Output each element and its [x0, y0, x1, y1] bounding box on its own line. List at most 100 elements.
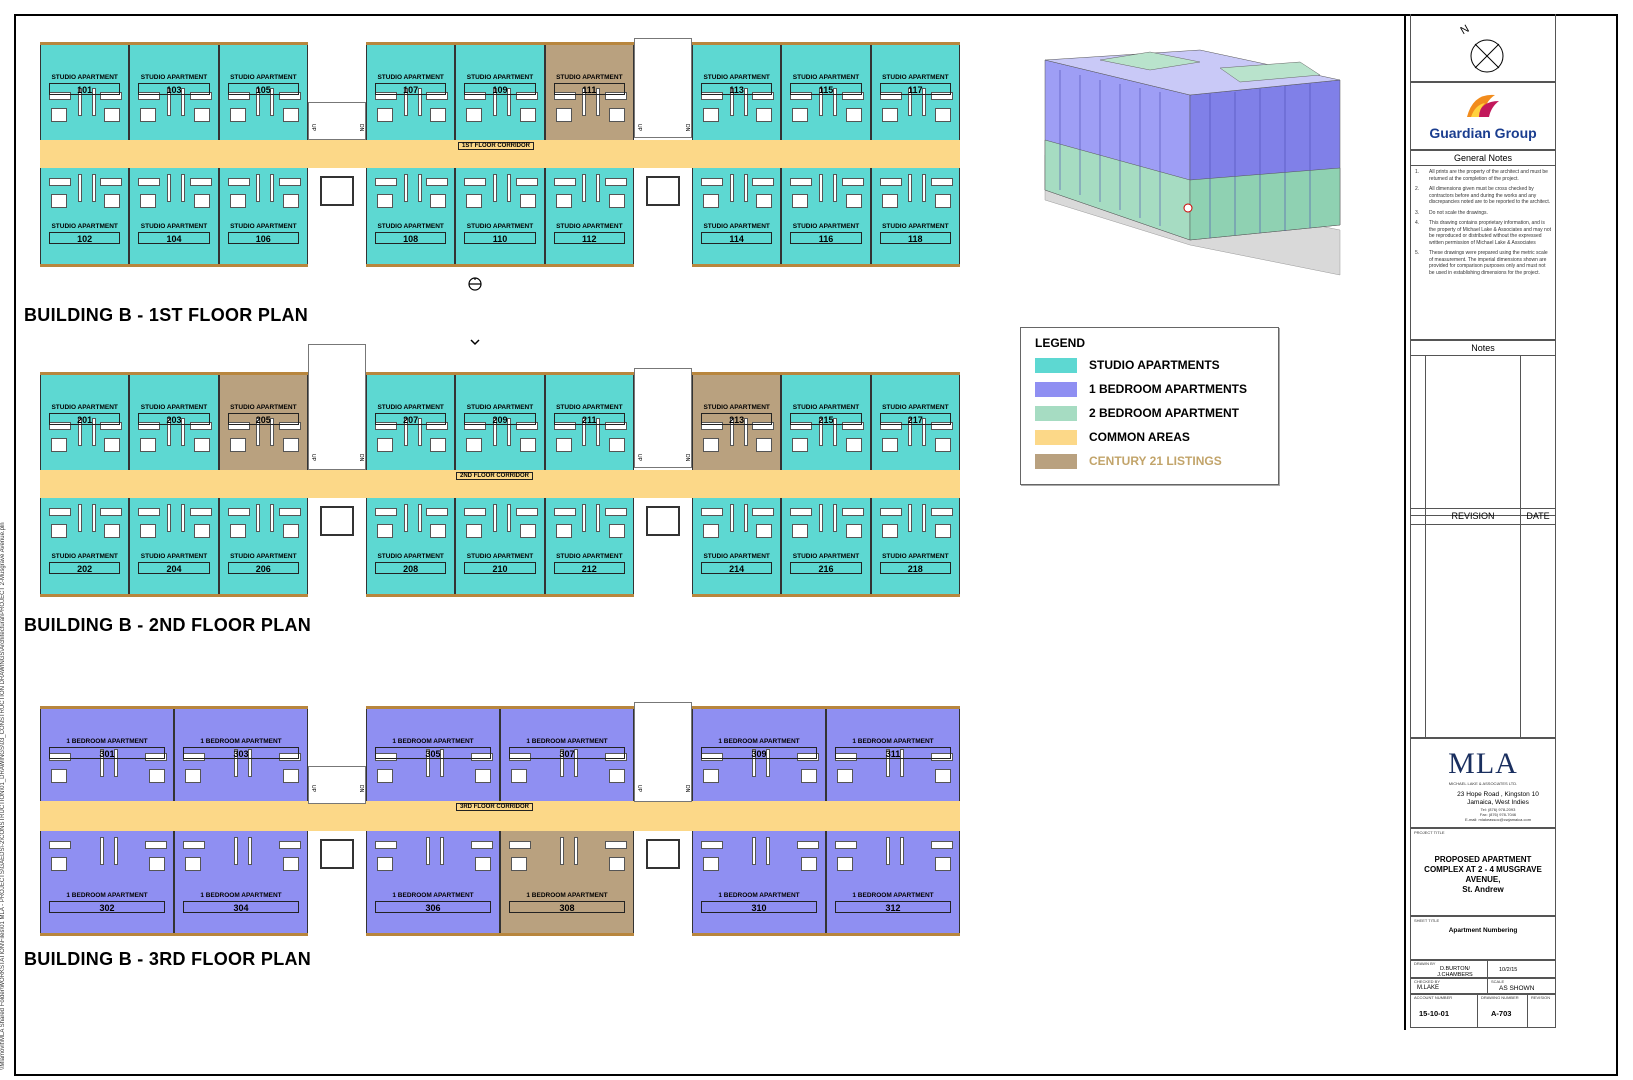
unit-type-label: 1 BEDROOM APARTMENT: [526, 738, 608, 745]
unit-type-label: STUDIO APARTMENT: [140, 553, 208, 560]
fixture: [377, 108, 393, 122]
unit-number: 203: [138, 413, 210, 425]
fixture: [77, 174, 82, 202]
fixture: [818, 504, 823, 532]
fixture: [166, 418, 171, 446]
fixture: [475, 769, 491, 783]
fixture: [506, 504, 511, 532]
fixture: [832, 504, 837, 532]
fixture: [229, 108, 246, 122]
fixture: [426, 837, 430, 865]
unit-type-label: 1 BEDROOM APARTMENT: [200, 892, 282, 899]
fixture: [140, 438, 157, 452]
fixture: [930, 92, 953, 100]
fixture: [282, 438, 299, 452]
fixture: [91, 418, 96, 446]
fixture: [403, 174, 408, 202]
project-title-label: PROJECT TITLE: [1414, 830, 1445, 835]
fixture: [832, 88, 837, 116]
fixture: [752, 92, 775, 100]
fixture: [278, 92, 301, 100]
fixture: [790, 422, 813, 430]
fixture: [51, 857, 67, 871]
unit-type-label: 1 BEDROOM APARTMENT: [392, 892, 474, 899]
unit-number: 213: [701, 413, 773, 425]
fixture: [227, 508, 250, 516]
firm-address-2: Jamaica, West Indies: [1467, 799, 1529, 806]
unit-type-label: STUDIO APARTMENT: [51, 74, 118, 81]
fixture: [519, 108, 536, 122]
chevron-down-icon: [469, 334, 481, 346]
fixture: [49, 92, 71, 100]
fixture: [609, 857, 625, 871]
fixture: [604, 508, 627, 516]
fixture: [430, 438, 447, 452]
corridor-label: 2ND FLOOR CORRIDOR: [456, 472, 533, 480]
fixture: [515, 508, 538, 516]
fixture: [908, 174, 913, 202]
unit-type-label: 1 BEDROOM APARTMENT: [526, 892, 608, 899]
legend-swatch: [1035, 406, 1077, 421]
file-path-text: \\Mlamovit\MLA Shared Folder\WORKSTATION…: [0, 522, 6, 1070]
unit-number: 109: [464, 83, 536, 95]
firm-tel: Tel: (876) 978-2093: [1480, 807, 1516, 812]
plan-title-1st: BUILDING B - 1ST FLOOR PLAN: [24, 305, 309, 325]
fixture: [609, 769, 625, 783]
fixture: [845, 194, 862, 208]
fixture: [49, 508, 71, 516]
fixture: [227, 178, 250, 186]
fixture: [934, 194, 951, 208]
fixture: [282, 108, 299, 122]
fixture: [270, 418, 275, 446]
